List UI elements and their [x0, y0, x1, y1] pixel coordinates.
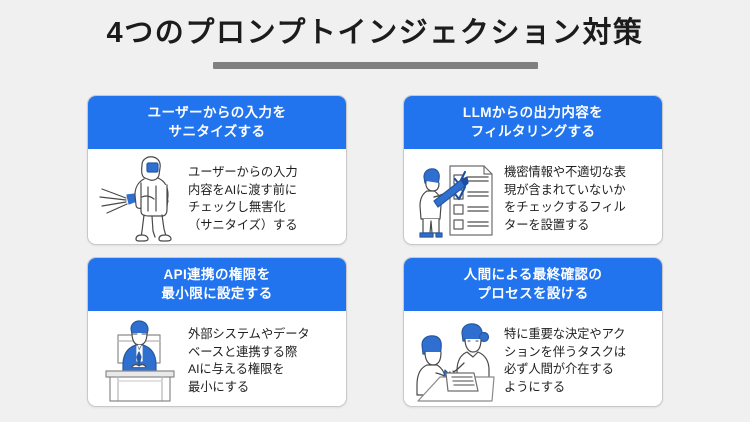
card-text-line: ションを伴うタスクは: [504, 344, 626, 359]
card-header-line: LLMからの出力内容を: [462, 105, 604, 120]
card-sanitize-input[interactable]: ユーザーからの入力を サニタイズする: [87, 95, 347, 245]
card-body-sanitize-input: ユーザーからの入力 内容をAIに渡す前に チェックし無害化 （サニタイズ）する: [88, 149, 346, 244]
card-limit-api-permissions[interactable]: API連携の権限を 最小限に設定する: [87, 257, 347, 407]
card-body-filter-output: 機密情報や不適切な表 現が含まれていないか をチェックするフィル ターを設置する: [404, 149, 662, 244]
card-header-line: プロセスを設ける: [477, 286, 589, 302]
card-text-line: 現が含まれていないか: [504, 182, 626, 197]
title-underline-rule: [212, 61, 538, 69]
card-text-line: ようにする: [504, 380, 566, 395]
card-header-sanitize-input: ユーザーからの入力を サニタイズする: [88, 96, 346, 150]
card-header-filter-output: LLMからの出力内容を フィルタリングする: [404, 96, 662, 150]
card-text-line: （サニタイズ）する: [188, 218, 298, 233]
person-checking-checklist-icon: [412, 153, 498, 244]
card-header-line: ユーザーからの入力を: [147, 105, 287, 120]
card-text-line: 外部システムやデータ: [188, 326, 310, 341]
page-title: 4つのプロンプトインジェクション対策: [106, 17, 644, 49]
card-header-line: サニタイズする: [168, 124, 266, 140]
card-header-line: API連携の権限を: [163, 267, 271, 282]
card-header-limit-api-permissions: API連携の権限を 最小限に設定する: [88, 258, 346, 312]
worker-spraying-pressure-washer-icon: [96, 153, 182, 244]
card-text-line: チェックし無害化: [188, 200, 286, 215]
card-human-final-review[interactable]: 人間による最終確認の プロセスを設ける: [403, 257, 663, 407]
card-text-line: ターを設置する: [504, 218, 590, 233]
card-text-line: ベースと連携する際: [188, 344, 298, 359]
card-text-filter-output: 機密情報や不適切な表 現が含まれていないか をチェックするフィル ターを設置する: [504, 164, 652, 235]
card-header-line: 人間による最終確認の: [463, 267, 603, 282]
card-header-line: フィルタリングする: [470, 124, 596, 140]
card-text-human-final-review: 特に重要な決定やアク ションを伴うタスクは 必ず人間が介在する ようにする: [504, 326, 652, 397]
card-body-limit-api-permissions: 外部システムやデータ ベースと連携する際 AIに与える権限を 最小にする: [88, 311, 346, 406]
person-at-desk-icon: [96, 315, 182, 406]
card-header-line: 最小限に設定する: [161, 286, 273, 302]
card-text-line: をチェックするフィル: [504, 200, 626, 215]
card-text-line: 特に重要な決定やアク: [504, 326, 626, 341]
card-body-human-final-review: 特に重要な決定やアク ションを伴うタスクは 必ず人間が介在する ようにする: [404, 311, 662, 406]
card-text-line: AIに与える権限を: [188, 362, 285, 377]
card-text-sanitize-input: ユーザーからの入力 内容をAIに渡す前に チェックし無害化 （サニタイズ）する: [188, 164, 336, 235]
two-people-reviewing-document-icon: [412, 315, 498, 406]
card-text-line: 内容をAIに渡す前に: [188, 182, 297, 197]
card-filter-output[interactable]: LLMからの出力内容を フィルタリングする: [403, 95, 663, 245]
card-text-limit-api-permissions: 外部システムやデータ ベースと連携する際 AIに与える権限を 最小にする: [188, 326, 336, 397]
title-block: 4つのプロンプトインジェクション対策: [0, 16, 750, 69]
card-text-line: ユーザーからの入力: [188, 164, 298, 179]
card-text-line: 必ず人間が介在する: [504, 362, 614, 377]
card-text-line: 機密情報や不適切な表: [504, 164, 626, 179]
card-text-line: 最小にする: [188, 380, 250, 395]
card-header-human-final-review: 人間による最終確認の プロセスを設ける: [404, 258, 662, 312]
